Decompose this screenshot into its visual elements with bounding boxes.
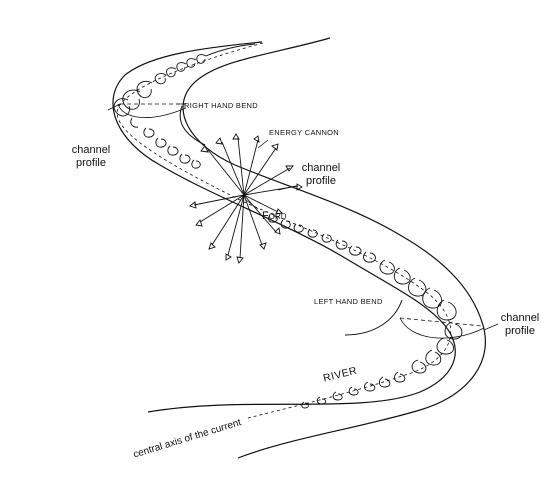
energy-cannon-burst — [189, 133, 303, 264]
leader-left-profile — [107, 103, 121, 111]
bend-bank-upper — [179, 105, 206, 146]
inner-bank-right — [182, 37, 486, 459]
energy-cannon-label: ENERGY CANNON — [269, 128, 340, 137]
ford-label: FORD — [262, 206, 287, 224]
left-hand-bend-label: LEFT HAND BEND — [314, 297, 383, 306]
channel-profile-label-center: channel profile — [301, 162, 341, 187]
profile-line-lower — [399, 317, 483, 327]
leader-ford — [245, 199, 259, 210]
helical-current — [113, 43, 463, 409]
channel-profile-label-right: channel profile — [500, 312, 540, 337]
central-axis-line — [116, 42, 452, 419]
outer-bank-left — [112, 41, 456, 413]
channel-profile-label-left: channel profile — [71, 144, 111, 169]
right-hand-bend-label: RIGHT HAND BEND — [184, 101, 258, 110]
leader-energy-cannon — [257, 139, 269, 149]
bend-bank-lower — [344, 299, 403, 336]
leader-right-profile — [483, 323, 499, 331]
leader-center-profile — [277, 185, 297, 191]
ford-label-initial: F — [262, 210, 269, 222]
ford-label-rest: ORD — [268, 212, 287, 221]
profile-curve-lower — [399, 317, 485, 339]
profile-curve-upper — [117, 103, 187, 118]
